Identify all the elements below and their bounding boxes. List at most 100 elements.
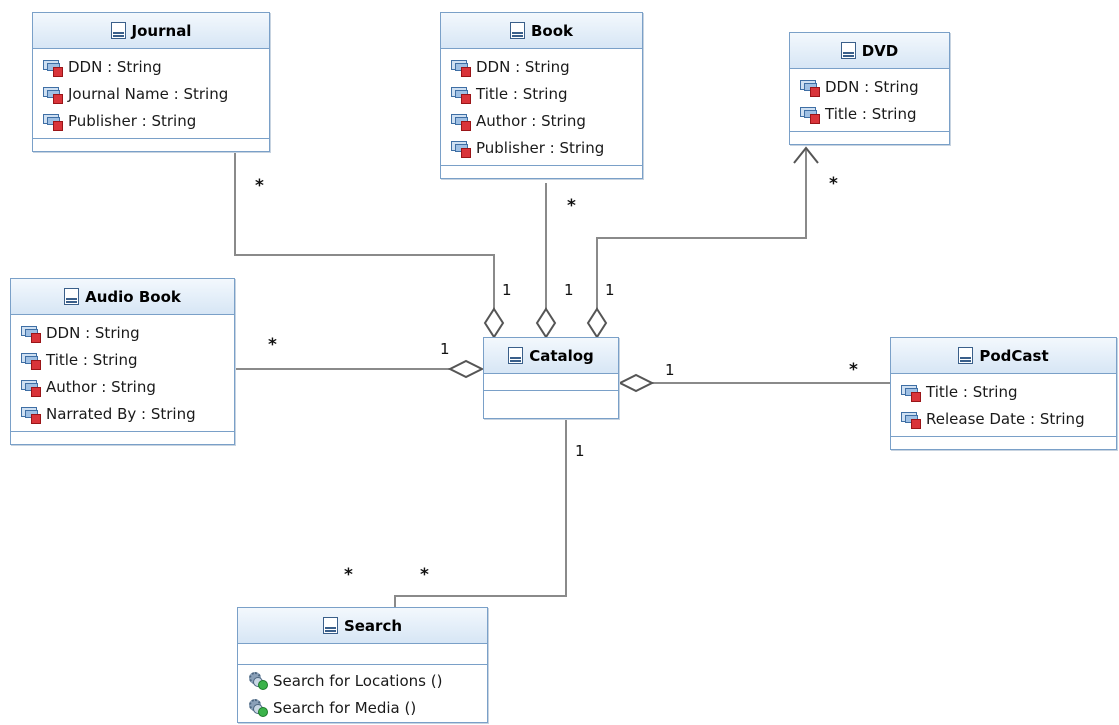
class-header: DVD	[790, 33, 949, 69]
attribute-text: Publisher : String	[476, 138, 605, 157]
private-attribute-icon	[799, 105, 821, 124]
operation-compartment: Search for Locations () Search for Media…	[238, 665, 487, 725]
attribute-row[interactable]: DDN : String	[799, 73, 943, 100]
class-name: Journal	[131, 21, 192, 40]
attribute-text: DDN : String	[825, 77, 919, 96]
aggregation-diamond-dvd	[586, 307, 608, 339]
operation-compartment	[441, 166, 642, 178]
attribute-row[interactable]: DDN : String	[20, 319, 228, 346]
operation-text: Search for Media ()	[273, 698, 417, 717]
attribute-text: Author : String	[46, 377, 156, 396]
attribute-row[interactable]: Release Date : String	[900, 405, 1110, 432]
attribute-row[interactable]: Author : String	[20, 373, 228, 400]
private-attribute-icon	[450, 139, 472, 158]
association-search-catalog	[394, 419, 567, 607]
attribute-compartment	[238, 644, 487, 665]
class-icon	[322, 617, 338, 634]
navigation-arrow-dvd	[793, 146, 819, 164]
attribute-compartment: DDN : String Title : String Author : Str…	[441, 49, 642, 166]
class-name: DVD	[861, 41, 899, 60]
class-icon	[509, 22, 525, 39]
attribute-row[interactable]: Publisher : String	[42, 107, 263, 134]
class-name: PodCast	[979, 346, 1049, 365]
attribute-row[interactable]: Title : String	[799, 100, 943, 127]
aggregation-diamond-podcast	[617, 373, 655, 393]
attribute-row[interactable]: Title : String	[900, 378, 1110, 405]
aggregation-diamond-journal	[483, 307, 505, 339]
attribute-compartment: DDN : String Title : String Author : Str…	[11, 315, 234, 432]
operation-compartment	[790, 132, 949, 144]
public-operation-icon	[247, 671, 269, 691]
attribute-text: Title : String	[926, 382, 1018, 401]
attribute-compartment: DDN : String Journal Name : String Publi…	[33, 49, 269, 139]
class-icon	[508, 347, 524, 364]
class-icon	[64, 288, 80, 305]
attribute-text: DDN : String	[46, 323, 140, 342]
class-icon	[110, 22, 126, 39]
class-header: Audio Book	[11, 279, 234, 315]
private-attribute-icon	[20, 405, 42, 424]
attribute-row[interactable]: Title : String	[20, 346, 228, 373]
class-podcast[interactable]: PodCast Title : String Release Date : St…	[890, 337, 1117, 450]
attribute-text: Journal Name : String	[68, 84, 229, 103]
attribute-row[interactable]: DDN : String	[42, 53, 263, 80]
class-audio-book[interactable]: Audio Book DDN : String Title : String A…	[10, 278, 235, 445]
operation-text: Search for Locations ()	[273, 671, 443, 690]
private-attribute-icon	[20, 351, 42, 370]
operation-compartment	[33, 139, 269, 151]
operation-compartment	[484, 391, 618, 403]
attribute-text: Title : String	[825, 104, 917, 123]
attribute-row[interactable]: Title : String	[450, 80, 636, 107]
attribute-compartment: Title : String Release Date : String	[891, 374, 1116, 437]
aggregation-diamond-book	[535, 307, 557, 339]
attribute-text: Publisher : String	[68, 111, 197, 130]
attribute-text: Title : String	[476, 84, 568, 103]
class-header: Journal	[33, 13, 269, 49]
attribute-row[interactable]: DDN : String	[450, 53, 636, 80]
class-name: Audio Book	[85, 287, 181, 306]
attribute-row[interactable]: Publisher : String	[450, 134, 636, 161]
private-attribute-icon	[450, 58, 472, 77]
class-catalog[interactable]: Catalog	[483, 337, 619, 419]
class-header: Book	[441, 13, 642, 49]
private-attribute-icon	[42, 85, 64, 104]
attribute-text: DDN : String	[476, 57, 570, 76]
private-attribute-icon	[450, 112, 472, 131]
attribute-text: Narrated By : String	[46, 404, 196, 423]
class-header: Catalog	[484, 338, 618, 374]
class-name: Catalog	[529, 346, 594, 365]
class-icon	[958, 347, 974, 364]
attribute-text: Release Date : String	[926, 409, 1085, 428]
class-header: PodCast	[891, 338, 1116, 374]
public-operation-icon	[247, 698, 269, 718]
association-journal-catalog	[234, 153, 495, 309]
private-attribute-icon	[42, 112, 64, 131]
class-header: Search	[238, 608, 487, 644]
private-attribute-icon	[900, 410, 922, 429]
class-name: Book	[530, 21, 574, 40]
class-journal[interactable]: Journal DDN : String Journal Name : Stri…	[32, 12, 270, 152]
class-dvd[interactable]: DVD DDN : String Title : String	[789, 32, 950, 145]
attribute-row[interactable]: Journal Name : String	[42, 80, 263, 107]
operation-compartment	[11, 432, 234, 444]
class-search[interactable]: Search Search for Locations () Search fo…	[237, 607, 488, 723]
class-icon	[840, 42, 856, 59]
attribute-text: Author : String	[476, 111, 586, 130]
private-attribute-icon	[20, 378, 42, 397]
aggregation-diamond-audiobook	[447, 359, 485, 379]
operation-row[interactable]: Search for Locations ()	[247, 667, 481, 694]
private-attribute-icon	[900, 383, 922, 402]
attribute-row[interactable]: Author : String	[450, 107, 636, 134]
operation-compartment	[891, 437, 1116, 449]
attribute-row[interactable]: Narrated By : String	[20, 400, 228, 427]
attribute-compartment	[484, 374, 618, 391]
private-attribute-icon	[799, 78, 821, 97]
private-attribute-icon	[42, 58, 64, 77]
private-attribute-icon	[20, 324, 42, 343]
attribute-text: DDN : String	[68, 57, 162, 76]
attribute-compartment: DDN : String Title : String	[790, 69, 949, 132]
class-book[interactable]: Book DDN : String Title : String Author …	[440, 12, 643, 179]
operation-row[interactable]: Search for Media ()	[247, 694, 481, 721]
